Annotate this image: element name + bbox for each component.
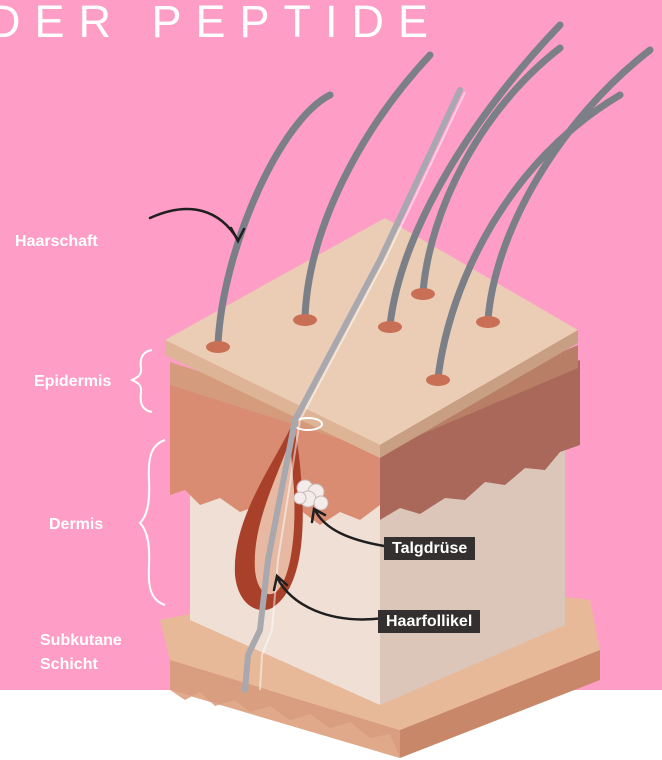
- talgdruese-label: Talgdrüse: [384, 537, 475, 560]
- dermis-bracket: [140, 440, 165, 605]
- epidermis-bracket: [132, 350, 152, 412]
- haarschaft-label: Haarschaft: [15, 231, 98, 252]
- subkutane-label-line1: Subkutane: [40, 630, 122, 651]
- subkutane-label-line2: Schicht: [40, 654, 98, 675]
- dermis-label: Dermis: [49, 514, 103, 535]
- haarfollikel-label: Haarfollikel: [378, 610, 480, 633]
- epidermis-label: Epidermis: [34, 371, 111, 392]
